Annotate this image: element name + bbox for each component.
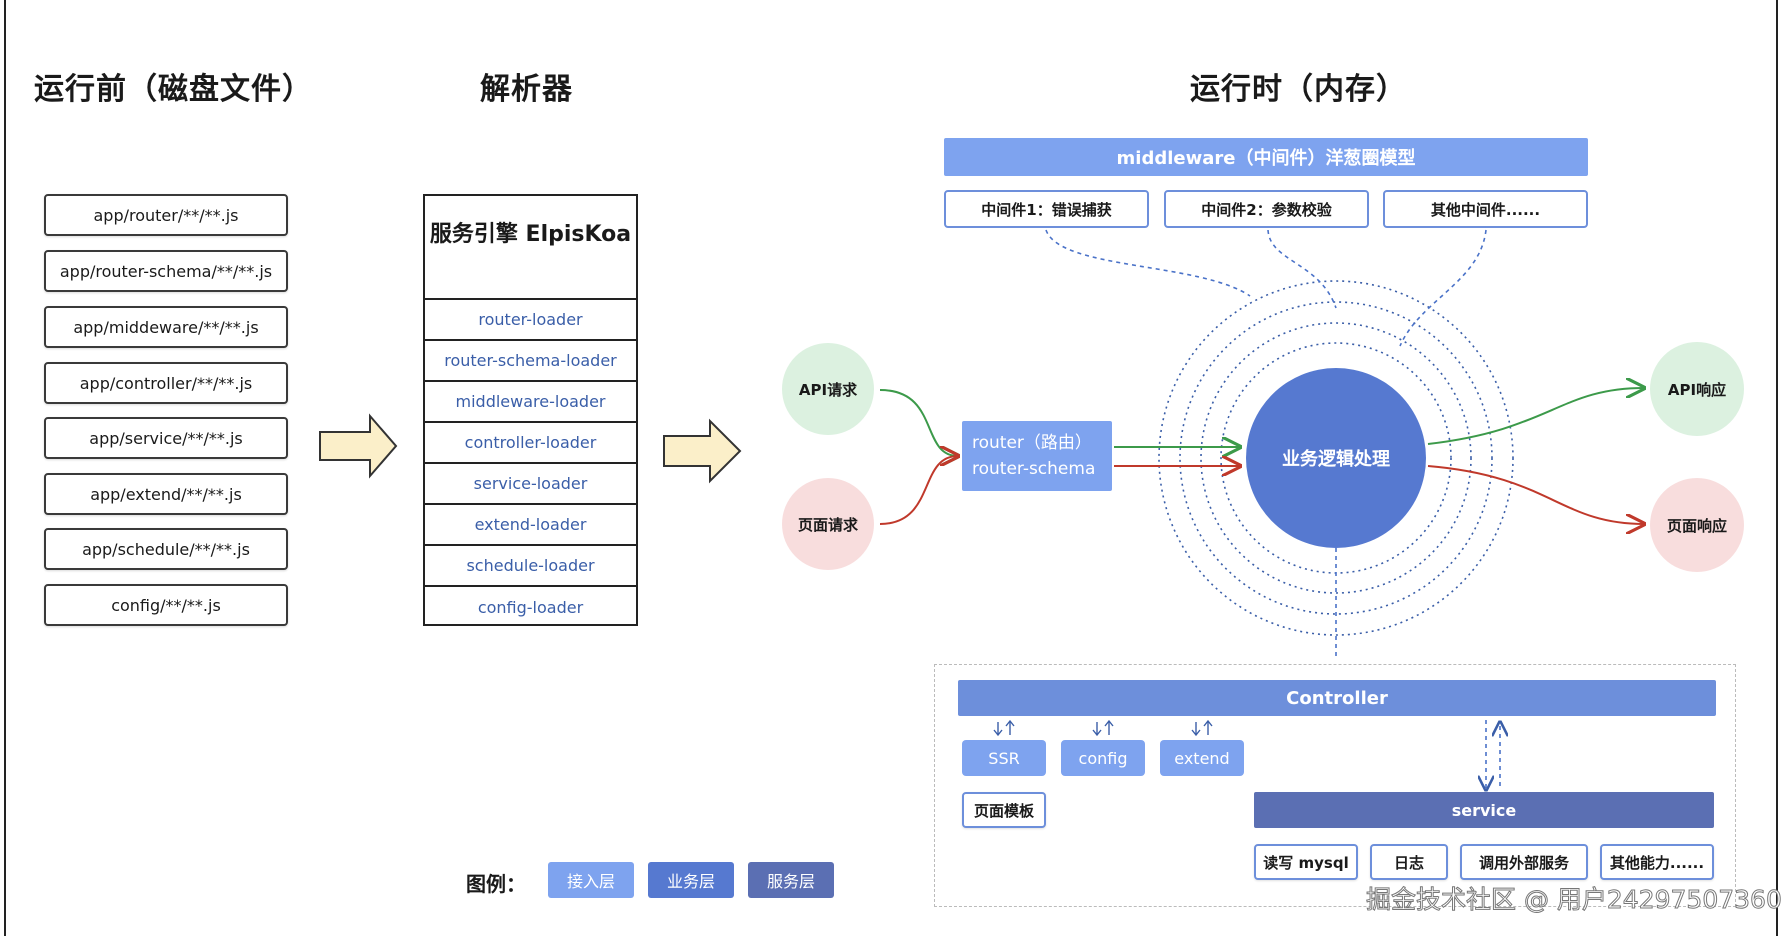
service-external: 调用外部服务 [1460,844,1588,880]
middleware-header: middleware（中间件）洋葱圈模型 [944,138,1588,176]
api-request-curve [879,389,958,456]
loader-router-schema: router-schema-loader [425,341,636,382]
page-template-box: 页面模板 [962,792,1046,828]
before-run-title: 运行前（磁盘文件） [34,72,313,107]
file-middleware: app/middeware/**/**.js [44,306,288,348]
service-mysql: 读写 mysql [1254,844,1358,880]
loader-controller: controller-loader [425,423,636,464]
block-arrow-files-to-parser [319,413,398,479]
controller-bar: Controller [958,680,1716,716]
middleware-param-check: 中间件2：参数校验 [1164,190,1369,228]
file-router: app/router/**/**.js [44,194,288,236]
file-config: config/**/**.js [44,584,288,626]
parser-engine-title: 服务引擎 ElpisKoa [425,196,636,300]
file-router-schema: app/router-schema/**/**.js [44,250,288,292]
loader-extend: extend-loader [425,505,636,546]
middleware-links [1045,229,1500,790]
right-frame-border [1776,0,1778,936]
config-box: config [1061,740,1145,776]
loader-middleware: middleware-loader [425,382,636,423]
block-arrow-parser-to-runtime [663,418,742,484]
service-others: 其他能力...... [1600,844,1714,880]
extend-box: extend [1160,740,1244,776]
service-bar: service [1254,792,1714,828]
loader-service: service-loader [425,464,636,505]
legend-title: 图例： [466,872,526,896]
runtime-title: 运行时（内存） [1190,72,1407,107]
ssr-box: SSR [962,740,1046,776]
page-request-curve [879,456,958,525]
legend-access-layer: 接入层 [548,862,634,898]
router-box: router（路由） router-schema [962,421,1112,491]
api-response-node: API响应 [1650,342,1744,436]
router-label: router（路由） [972,433,1092,453]
file-service: app/service/**/**.js [44,417,288,459]
loader-router: router-loader [425,300,636,341]
controller-small-arrows [993,719,1213,737]
page-request-node: 页面请求 [782,478,874,570]
parser-title: 解析器 [480,72,573,107]
parser-engine-box: 服务引擎 ElpisKoa router-loader router-schem… [423,194,638,626]
legend-business-layer: 业务层 [648,862,734,898]
middleware-error-catch: 中间件1：错误捕获 [944,190,1149,228]
middleware-others: 其他中间件...... [1383,190,1588,228]
controller-service-area [934,664,1736,907]
service-log: 日志 [1370,844,1448,880]
api-request-node: API请求 [782,343,874,435]
loader-config: config-loader [477,598,584,617]
legend-service-layer: 服务层 [748,862,834,898]
business-logic-core: 业务逻辑处理 [1246,368,1426,548]
page-response-node: 页面响应 [1650,478,1744,572]
page-response-curve [1427,465,1644,524]
router-schema-label: router-schema [972,459,1096,479]
watermark-text: 掘金技术社区 @ 用户24297507360 [1366,885,1782,915]
file-schedule: app/schedule/**/**.js [44,528,288,570]
loader-schedule: schedule-loader [425,546,636,587]
file-controller: app/controller/**/**.js [44,362,288,404]
left-frame-border [4,0,6,936]
api-response-curve [1427,388,1644,445]
file-extend: app/extend/**/**.js [44,473,288,515]
